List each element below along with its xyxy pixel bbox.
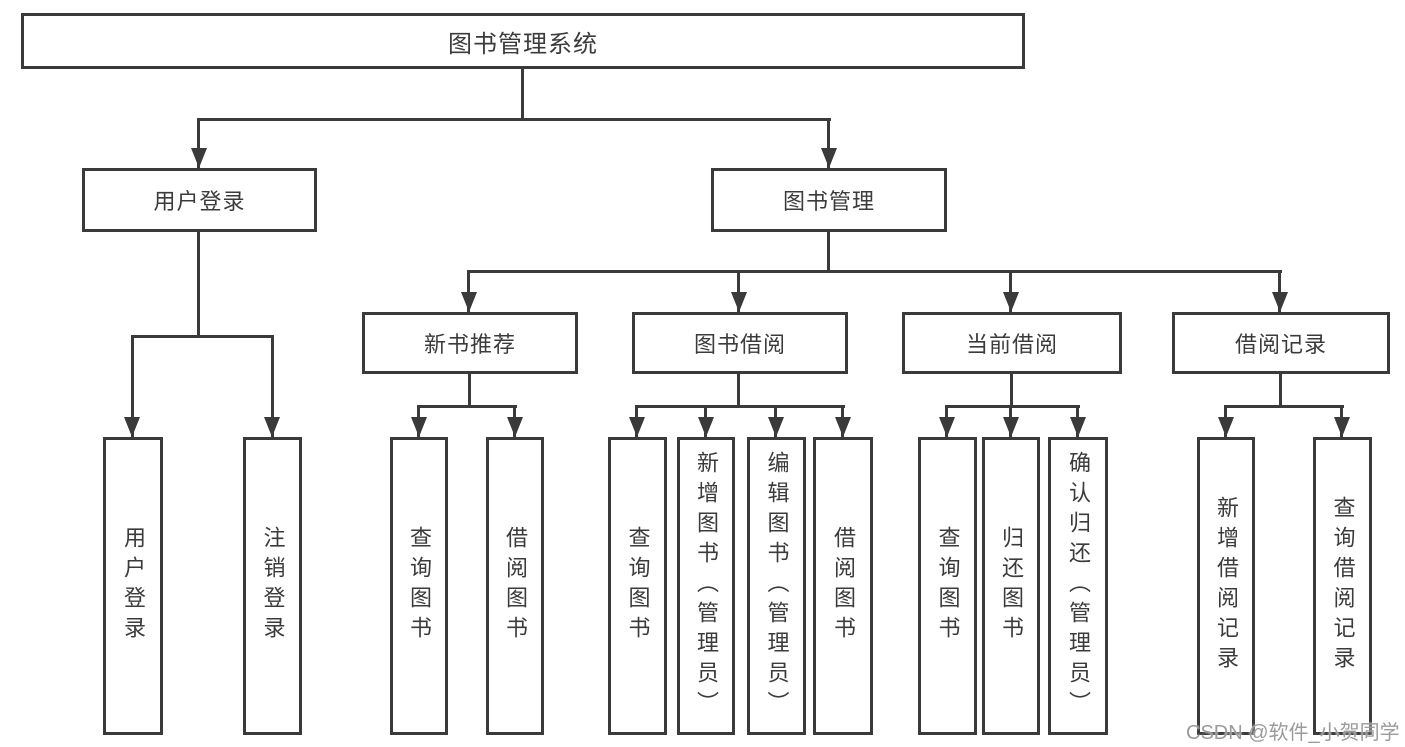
connector-line xyxy=(945,405,1080,408)
leaf-query-borrow-record: 查询借阅记录 xyxy=(1313,437,1372,735)
connector-line xyxy=(827,232,830,270)
connector-line xyxy=(467,270,470,312)
node-library-system: 图书管理系统 xyxy=(21,13,1025,69)
leaf-label: 确认归还（管理员） xyxy=(1066,451,1091,721)
connector-line xyxy=(197,118,200,168)
arrow-down-icon xyxy=(507,417,523,437)
node-current-borrow: 当前借阅 xyxy=(902,312,1122,374)
leaf-edit-books-admin: 编辑图书（管理员） xyxy=(747,437,806,735)
leaf-query-books-3: 查询图书 xyxy=(918,437,977,735)
connector-line xyxy=(131,335,274,338)
leaf-logout: 注销登录 xyxy=(243,437,302,735)
connector-line xyxy=(635,405,845,408)
arrow-down-icon xyxy=(629,417,645,437)
arrow-down-icon xyxy=(124,417,140,437)
leaf-label: 新增图书（管理员） xyxy=(694,451,719,721)
connector-line xyxy=(1009,270,1012,312)
connector-line xyxy=(521,69,524,118)
arrow-down-icon xyxy=(939,417,955,437)
connector-line xyxy=(198,118,831,121)
leaf-label: 新增借阅记录 xyxy=(1214,496,1239,676)
leaf-label: 注销登录 xyxy=(260,526,286,646)
arrow-down-icon xyxy=(835,417,851,437)
arrow-down-icon xyxy=(768,417,784,437)
connector-line xyxy=(737,270,740,312)
connector-line xyxy=(827,118,830,168)
leaf-return-books: 归还图书 xyxy=(982,437,1040,735)
arrow-down-icon xyxy=(411,417,427,437)
arrow-down-icon xyxy=(1070,417,1086,437)
node-new-book-recommend: 新书推荐 xyxy=(362,312,578,374)
arrow-down-icon xyxy=(1003,292,1019,312)
arrow-down-icon xyxy=(698,417,714,437)
arrow-down-icon xyxy=(461,292,477,312)
node-user-login: 用户登录 xyxy=(82,168,317,232)
leaf-borrow-books-2: 借阅图书 xyxy=(813,437,873,735)
arrow-down-icon xyxy=(1003,417,1019,437)
connector-line xyxy=(271,335,274,437)
csdn-watermark: CSDN @软件_小贺同学 xyxy=(1186,722,1400,744)
leaf-label: 查询图书 xyxy=(407,526,432,646)
leaf-add-borrow-record: 新增借阅记录 xyxy=(1197,437,1255,735)
leaf-user-login: 用户登录 xyxy=(103,437,163,735)
leaf-query-books-2: 查询图书 xyxy=(608,437,667,735)
leaf-label: 归还图书 xyxy=(999,526,1024,646)
leaf-add-books-admin: 新增图书（管理员） xyxy=(677,437,735,735)
node-borrow-records: 借阅记录 xyxy=(1172,312,1390,374)
arrow-down-icon xyxy=(264,417,280,437)
connector-line xyxy=(1010,374,1013,405)
connector-line xyxy=(737,374,740,405)
connector-line xyxy=(1279,374,1282,405)
leaf-confirm-return-admin: 确认归还（管理员） xyxy=(1048,437,1108,735)
connector-line xyxy=(417,405,517,408)
leaf-label: 用户登录 xyxy=(121,526,146,646)
leaf-label: 查询借阅记录 xyxy=(1330,496,1356,676)
arrow-down-icon xyxy=(731,292,747,312)
connector-line xyxy=(1224,405,1344,408)
leaf-label: 借阅图书 xyxy=(831,526,856,646)
connector-line xyxy=(468,270,1282,273)
node-book-management: 图书管理 xyxy=(711,168,947,232)
connector-line xyxy=(131,335,134,437)
leaf-borrow-books-1: 借阅图书 xyxy=(486,437,544,735)
leaf-label: 查询图书 xyxy=(935,526,961,646)
arrow-down-icon xyxy=(191,148,207,168)
arrow-down-icon xyxy=(1272,292,1288,312)
leaf-query-books-1: 查询图书 xyxy=(390,437,448,735)
arrow-down-icon xyxy=(821,148,837,168)
leaf-label: 借阅图书 xyxy=(503,526,528,646)
arrow-down-icon xyxy=(1218,417,1234,437)
connector-line xyxy=(468,374,471,405)
arrow-down-icon xyxy=(1334,417,1350,437)
connector-line xyxy=(1278,270,1281,312)
leaf-label: 查询图书 xyxy=(625,526,651,646)
leaf-label: 编辑图书（管理员） xyxy=(764,451,790,721)
node-book-borrow: 图书借阅 xyxy=(632,312,848,374)
connector-line xyxy=(197,232,200,335)
